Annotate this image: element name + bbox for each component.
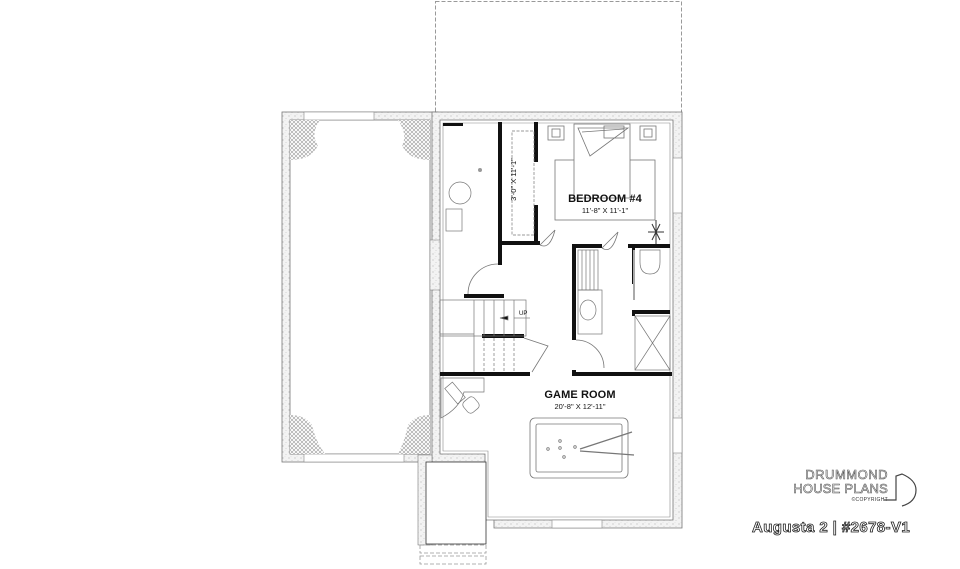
brand-copyright: ©COPYRIGHT xyxy=(851,497,888,503)
pool-table xyxy=(529,417,635,479)
mechanical-room xyxy=(445,130,535,236)
closet-dimensions: 3'-0" X 11'-1" xyxy=(508,158,518,201)
bathroom-fixtures xyxy=(577,249,671,371)
room-dimensions: 11'-8" X 11'-1" xyxy=(581,206,629,215)
doors xyxy=(467,229,619,373)
brand-line-1: DRUMMOND xyxy=(805,467,888,482)
desk-furniture xyxy=(440,377,485,419)
room-name: GAME ROOM xyxy=(544,389,616,401)
room-name: BEDROOM #4 xyxy=(568,193,642,205)
game-room-label: GAME ROOM 20'-8" X 12'-11" xyxy=(525,390,635,411)
stair-up-label: UP xyxy=(519,311,528,317)
room-dimensions: 20'-8" X 12'-11" xyxy=(554,402,606,411)
bedroom-furniture xyxy=(547,123,657,221)
basement-foundation xyxy=(417,111,683,565)
bedroom-4-label: BEDROOM #4 11'-8" X 11'-1" xyxy=(555,194,655,215)
plan-title: Augusta 2 | #2678-V1 xyxy=(752,519,911,537)
brand-d-icon xyxy=(884,473,917,507)
left-unexcavated-area xyxy=(281,111,439,463)
deck-outline xyxy=(435,1,682,114)
brand-line-2: HOUSE PLANS xyxy=(793,481,888,496)
staircase xyxy=(439,299,530,372)
plant-icon xyxy=(648,220,664,244)
brand-logo: DRUMMOND HOUSE PLANS ©COPYRIGHT xyxy=(738,467,888,504)
